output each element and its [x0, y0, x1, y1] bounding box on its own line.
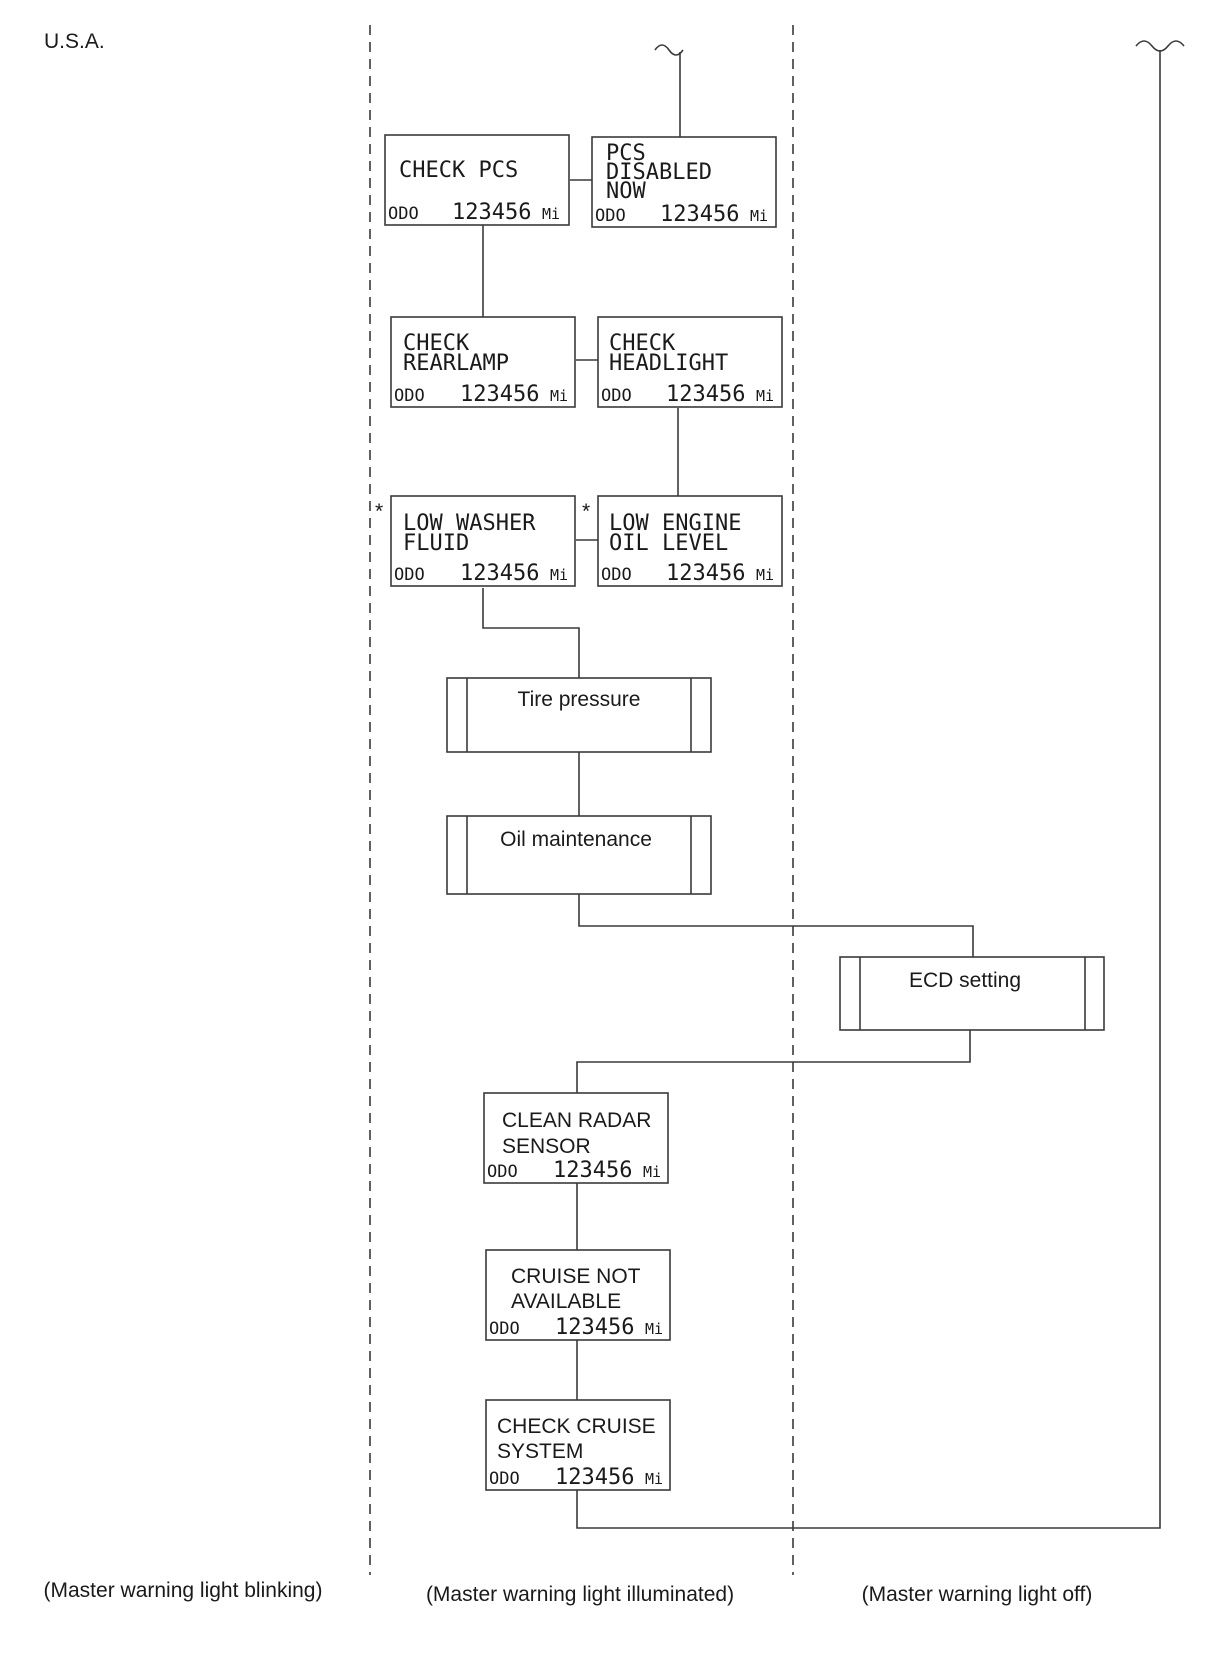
odo-value: 123456 [666, 561, 745, 586]
odo-unit: Mi [550, 387, 568, 405]
process-label: Tire pressure [518, 688, 641, 711]
odo-value: 123456 [666, 382, 745, 407]
display-line: CHECK [609, 331, 676, 356]
display-line: CLEAN RADAR [502, 1109, 651, 1132]
process-tire-pressure: Tire pressure [446, 677, 712, 753]
odo-label: ODO [394, 565, 425, 585]
display-check-cruise-system: CHECK CRUISE SYSTEM ODO 123456 Mi [485, 1399, 671, 1491]
display-check-rearlamp: CHECK REARLAMP ODO 123456 Mi [390, 316, 576, 408]
display-check-pcs: CHECK PCS ODO 123456 Mi [384, 134, 570, 226]
connector-oil-maintenance-to-ecd [578, 894, 974, 957]
display-line: NOW [606, 179, 646, 204]
display-line: REARLAMP [403, 351, 509, 376]
odo-label: ODO [388, 204, 419, 224]
display-line: LOW WASHER [403, 511, 536, 536]
display-cruise-not-available: CRUISE NOT AVAILABLE ODO 123456 Mi [485, 1249, 671, 1341]
odo-unit: Mi [542, 205, 560, 223]
region-label: U.S.A. [44, 30, 105, 53]
display-line: PCS [606, 141, 646, 166]
odo-unit: Mi [645, 1470, 663, 1488]
odo-unit: Mi [756, 566, 774, 584]
display-line: AVAILABLE [511, 1290, 621, 1313]
odo-unit: Mi [750, 207, 768, 225]
odo-label: ODO [489, 1319, 520, 1339]
display-line: LOW ENGINE [609, 511, 741, 536]
display-line: CRUISE NOT [511, 1265, 641, 1288]
asterisk-washer: * [375, 500, 383, 523]
odo-unit: Mi [756, 387, 774, 405]
odo-unit: Mi [643, 1163, 661, 1181]
odo-value: 123456 [660, 202, 739, 227]
display-low-washer-fluid: LOW WASHER FLUID ODO 123456 Mi [390, 495, 576, 587]
display-line: CHECK CRUISE [497, 1415, 656, 1438]
asterisk-engine-oil: * [582, 500, 590, 523]
odo-value: 123456 [460, 382, 539, 407]
odo-unit: Mi [645, 1320, 663, 1338]
continuation-tilde-top [654, 44, 684, 56]
continuation-tilde-right [1135, 40, 1185, 52]
odo-label: ODO [601, 386, 632, 406]
display-clean-radar-sensor: CLEAN RADAR SENSOR ODO 123456 Mi [483, 1092, 669, 1184]
odo-value: 123456 [452, 200, 531, 225]
display-line: SENSOR [502, 1135, 591, 1158]
odo-label: ODO [601, 565, 632, 585]
odo-value: 123456 [555, 1315, 634, 1340]
odo-value: 123456 [553, 1158, 632, 1183]
odo-label: ODO [595, 206, 626, 226]
odo-label: ODO [487, 1162, 518, 1182]
display-pcs-disabled-now: PCS DISABLED NOW ODO 123456 Mi [591, 136, 777, 228]
connector-lines [482, 40, 1185, 1529]
connector-washer-to-tire-pressure [482, 588, 580, 678]
odo-label: ODO [489, 1469, 520, 1489]
odo-value: 123456 [555, 1465, 634, 1490]
display-line: OIL LEVEL [609, 531, 728, 556]
display-line: DISABLED [606, 160, 712, 185]
process-label: Oil maintenance [500, 828, 652, 851]
caption-left-column: (Master warning light blinking) [44, 1579, 323, 1602]
display-line: CHECK PCS [399, 158, 518, 183]
display-line: HEADLIGHT [609, 351, 728, 376]
process-ecd-setting: ECD setting [839, 956, 1105, 1031]
odo-label: ODO [394, 386, 425, 406]
connector-ecd-to-clean-radar [576, 1030, 971, 1093]
caption-right-column: (Master warning light off) [862, 1583, 1093, 1606]
odo-value: 123456 [460, 561, 539, 586]
display-line: CHECK [403, 331, 470, 356]
display-low-engine-oil-level: LOW ENGINE OIL LEVEL ODO 123456 Mi [597, 495, 783, 587]
display-check-headlight: CHECK HEADLIGHT ODO 123456 Mi [597, 316, 783, 408]
process-oil-maintenance: Oil maintenance [446, 815, 712, 895]
caption-middle-column: (Master warning light illuminated) [426, 1583, 734, 1606]
display-line: FLUID [403, 531, 469, 556]
connector-check-cruise-loop [576, 50, 1161, 1529]
process-label: ECD setting [909, 969, 1021, 992]
display-line: SYSTEM [497, 1440, 583, 1463]
odo-unit: Mi [550, 566, 568, 584]
